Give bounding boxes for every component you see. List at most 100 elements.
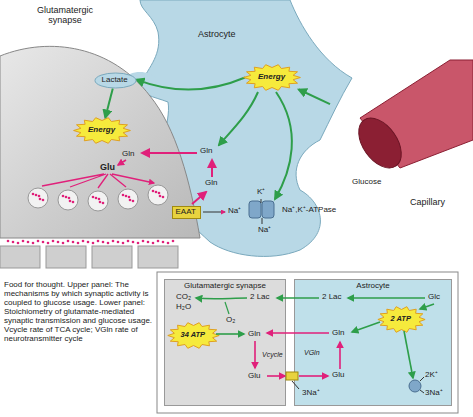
astrocyte-shape	[140, 0, 352, 256]
glutamate-dots	[122, 194, 125, 197]
postsynaptic-membrane	[0, 246, 178, 268]
lower-arrows	[352, 322, 380, 332]
glutamate-dots	[129, 199, 132, 202]
node-label: 34 ATP	[181, 331, 206, 339]
chem-label: 2K⁺	[425, 371, 438, 380]
chem-label: Na⁺	[228, 207, 241, 216]
postsynaptic-membrane	[138, 246, 178, 268]
glutamate-dots	[128, 196, 131, 199]
chem-label: Glu	[100, 163, 115, 173]
lower-arrows	[420, 390, 424, 393]
glutamate-dots	[82, 240, 85, 243]
chem-label: Glu	[332, 371, 344, 380]
glutamate-dots	[7, 190, 175, 245]
glutamate-dots	[137, 242, 140, 245]
glutamate-dots	[69, 200, 72, 203]
energy-burst: Energy	[75, 118, 129, 143]
glutamate-dots	[162, 196, 165, 199]
node-label: 2 ATP	[391, 315, 411, 323]
flow-arrow	[105, 89, 113, 118]
lower-arrows	[267, 332, 329, 334]
lower-arrows	[196, 297, 247, 299]
glutamate-dots	[157, 240, 160, 243]
lower-arrows	[225, 302, 229, 314]
flow-arrows-upper	[42, 92, 292, 224]
starburst-shape	[244, 64, 301, 90]
chem-label: 3Na⁺	[425, 389, 443, 398]
lower-arrows	[196, 298, 434, 393]
vesicles	[28, 188, 48, 208]
glutamate-dots	[172, 240, 175, 243]
chem-label: K⁺	[257, 188, 265, 197]
node-label: EAAT	[176, 208, 196, 217]
chem-label: VGln	[304, 349, 320, 357]
flow-arrows-upper	[142, 152, 197, 154]
glutamate-dots	[127, 240, 130, 243]
vesicles	[148, 185, 168, 205]
glutamate-dots	[62, 242, 65, 245]
glutamate-dots	[92, 242, 95, 245]
glutamate-dots	[125, 195, 128, 198]
atp-burst: 2 ATP	[379, 307, 424, 332]
glutamate-dots	[72, 241, 75, 244]
glutamate-dots	[68, 197, 71, 200]
glutamate-dots	[107, 242, 110, 245]
glutamate-dots	[102, 202, 105, 205]
chem-label: Gln	[200, 147, 212, 156]
postsynaptic-membrane	[0, 246, 40, 268]
flow-arrows-upper	[211, 160, 213, 177]
flow-arrows-upper	[262, 218, 263, 224]
glutamate-dots	[65, 196, 68, 199]
chem-label: Na⁺	[258, 226, 271, 235]
glutamate-dots	[167, 242, 170, 245]
synapse-terminal-shape	[0, 46, 200, 238]
synapse-terminal-shape	[0, 46, 200, 238]
chem-label: CO₂	[176, 293, 191, 302]
glutamate-dots	[132, 241, 135, 244]
glutamate-dots	[38, 195, 41, 198]
endfoot-shape	[95, 73, 136, 88]
eaat-transporter: EAAT	[172, 206, 201, 219]
flow-arrow	[137, 78, 246, 90]
lower-arrows	[216, 333, 244, 335]
region-heading: Astrocyte	[295, 282, 451, 291]
glutamate-dots	[162, 241, 165, 244]
pump-symbol	[249, 201, 274, 218]
pump-symbol	[262, 201, 274, 218]
lower-arrows	[267, 375, 285, 377]
glutamate-dots	[67, 240, 70, 243]
flow-arrows-upper	[261, 199, 262, 203]
glutamate-dots	[47, 242, 50, 245]
starburst-shape	[377, 306, 424, 332]
glutamate-dots	[72, 201, 75, 204]
lower-arrows	[299, 375, 328, 377]
vesicles	[58, 190, 78, 210]
figure-caption: Food for thought. Upper panel: The mecha…	[4, 280, 154, 343]
chem-label: Na⁺,K⁺-ATPase	[282, 206, 336, 215]
transporter-symbol	[286, 372, 298, 380]
glutamate-dots	[42, 241, 45, 244]
glutamate-dots	[57, 241, 60, 244]
glutamate-dots	[32, 242, 35, 245]
lower-arrows	[277, 297, 319, 299]
chem-label: Glc	[428, 293, 440, 302]
chem-label: 2 Lac	[250, 293, 270, 302]
lower-arrows	[254, 341, 256, 368]
glutamate-dots	[39, 198, 42, 201]
energy-burst: Energy	[245, 65, 299, 90]
lower-arrows	[339, 342, 341, 369]
node-label: Lactate	[102, 76, 128, 85]
lower-arrows	[420, 377, 424, 381]
chem-label: H₂O	[176, 303, 191, 312]
lower-arrows	[404, 331, 413, 378]
glutamate-dots	[102, 241, 105, 244]
chem-label: Glu	[248, 372, 260, 381]
chem-label: 3Na⁺	[302, 389, 320, 398]
glutamate-dots	[17, 242, 20, 245]
node-label: Energy	[258, 73, 285, 82]
region-heading: Glucose	[352, 178, 381, 187]
chem-label: Gln	[248, 330, 260, 339]
vesicles	[28, 185, 168, 211]
chem-label: Gln	[332, 329, 344, 338]
capillary-vessel: GlucoseCapillary	[330, 60, 473, 215]
